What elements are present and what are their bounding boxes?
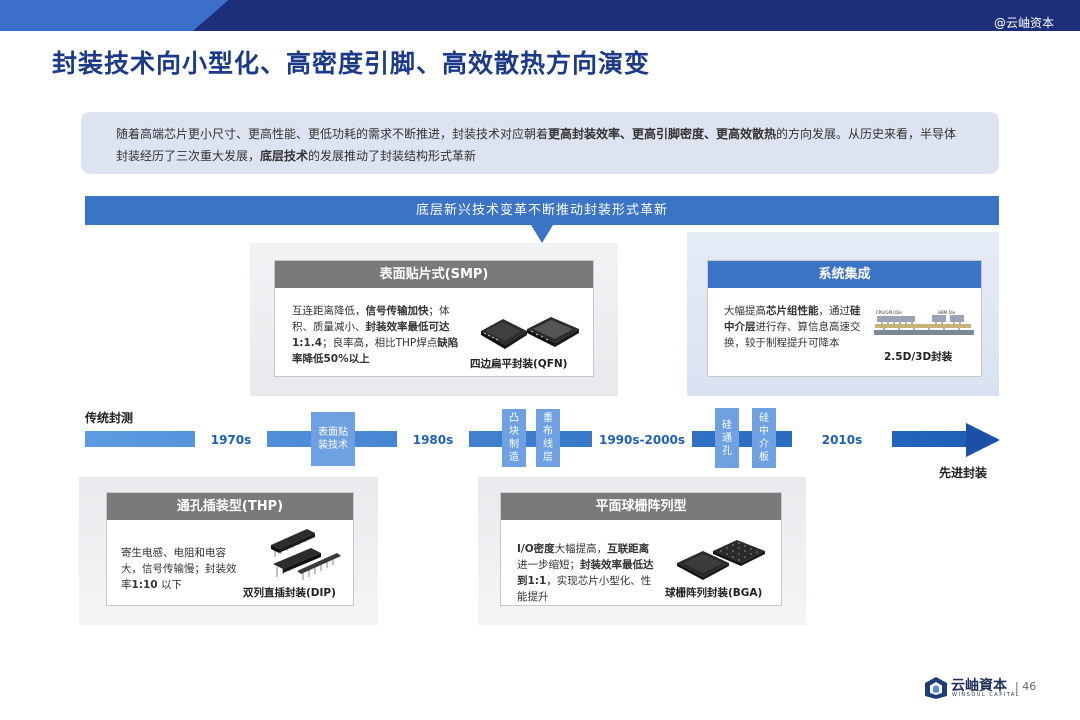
page-title: 封装技术向小型化、高密度引脚、高效散热方向演变 (52, 49, 651, 78)
winsoul-logo-icon (925, 677, 947, 699)
footer-logo-text: 云岫資本 (951, 678, 1007, 694)
tech-bump: 凸块制造 (502, 409, 526, 467)
thp-bold-1: 1:10 (131, 579, 158, 591)
smp-card-text: 互连距离降低，信号传输加快；体积、质量减小、封装效率最低可达1:1.4；良率高，… (292, 303, 462, 367)
watermark: @云岫资本 (993, 16, 1054, 30)
timeline-arrow-icon (966, 423, 1000, 457)
bga-card-text: I/O密度大幅提高，互联距离进一步缩短；封装效率最低达到1:1，实现芯片小型化、… (517, 541, 659, 605)
era-1980s: 1980s (397, 423, 469, 457)
integration-diagram: CPU/GPU Die HBM Die (874, 309, 974, 337)
timeline-bar (85, 431, 970, 447)
sys-text-3: 进行存、算信息高速交换，较于制程提升可降本 (724, 321, 861, 349)
smp-card-title: 表面贴片式(SMP) (275, 261, 593, 288)
smp-bold-2: 封装效率最低可达1:1.4 (292, 321, 450, 349)
page-number: | 46 (1015, 680, 1037, 693)
bga-text-2: 进一步缩短； (517, 559, 580, 571)
bga-caption: 球栅阵列封装(BGA) (665, 587, 763, 599)
sys-text-1: 大幅提高 (724, 305, 766, 317)
smp-text-3: ；良率高，相比THP焊点 (322, 337, 438, 349)
smp-text-1: 互连距离降低， (292, 305, 366, 317)
smp-bold-1: 信号传输加快 (365, 305, 429, 317)
qfn-caption: 四边扁平封装(QFN) (470, 358, 568, 370)
era-2010s: 2010s (792, 423, 892, 457)
sys-bold-2: 硅中介层 (724, 305, 861, 333)
banner-dark-stripe (193, 0, 1080, 31)
tech-rdl: 重布线层 (536, 409, 560, 467)
dip-caption: 双列直插封装(DIP) (243, 587, 336, 599)
intro-text-3: 的发展推动了封装结构形式革新 (308, 149, 477, 163)
diagram-label-hbm: HBM Die (938, 310, 956, 315)
intro-bold-1: 更高封装效率、更高引脚密度、更高效散热 (548, 127, 777, 141)
bga-card-title: 平面球栅阵列型 (501, 493, 781, 520)
thp-card-title: 通孔插装型(THP) (107, 493, 353, 520)
system-card-title: 系统集成 (708, 261, 981, 288)
thp-text-1: 寄生电感、电阻和电容大，信号传输慢；封装效率 (121, 547, 237, 591)
dip-chip-image (271, 529, 341, 580)
bga-bold-2: 互联距离 (607, 543, 650, 555)
smp-text-2: ；体积、质量减小、 (292, 305, 450, 333)
intro-text-2: 的方向发展。从历史来看，半导体封装经历了三次重大发展， (116, 127, 957, 163)
tech-interposer: 硅中介板 (752, 408, 776, 468)
qfn-chip-image (481, 317, 579, 349)
trend-banner: 底层新兴技术变革不断推动封装形式革新 (85, 196, 999, 225)
sys-text-2: ，通过 (818, 305, 851, 317)
bga-card: 平面球栅阵列型 I/O密度大幅提高，互联距离进一步缩短；封装效率最低达到1:1，… (500, 492, 782, 606)
system-card-text: 大幅提高芯片组性能，通过硅中介层进行存、算信息高速交换，较于制程提升可降本 (724, 303, 864, 351)
thp-text-2: 以下 (157, 579, 182, 591)
bga-text-3: ，实现芯片小型化、性能提升 (517, 575, 652, 603)
banner-light-stripe (0, 0, 230, 31)
banner-down-arrow (531, 225, 553, 243)
interposer-diagram-icon (874, 315, 974, 335)
intro-box: 随着高端芯片更小尺寸、更高性能、更低功耗的需求不断推进，封装技术对应朝着更高封装… (81, 112, 999, 174)
smp-bold-3: 缺陷率降低50%以上 (292, 337, 459, 365)
bga-bold-1: I/O密度 (517, 543, 555, 555)
timeline-end-label: 先进封装 (939, 466, 988, 480)
thp-card-text: 寄生电感、电阻和电容大，信号传输慢；封装效率1:10 以下 (121, 545, 241, 593)
bga-chip-image (677, 540, 765, 580)
thp-card: 通孔插装型(THP) 寄生电感、电阻和电容大，信号传输慢；封装效率1:10 以下… (106, 492, 354, 606)
smp-card: 表面贴片式(SMP) 互连距离降低，信号传输加快；体积、质量减小、封装效率最低可… (274, 260, 594, 377)
bga-bold-3: 封装效率最低达到1:1 (517, 559, 654, 587)
timeline-start-label: 传统封测 (85, 411, 134, 425)
integration-caption: 2.5D/3D封装 (884, 351, 953, 363)
diagram-label-cpu: CPU/GPU Die (876, 310, 902, 315)
tech-surface-mount: 表面贴装技术 (311, 412, 355, 466)
system-card: 系统集成 大幅提高芯片组性能，通过硅中介层进行存、算信息高速交换，较于制程提升可… (707, 260, 982, 377)
era-1970s: 1970s (195, 423, 267, 457)
era-1990s-2000s: 1990s-2000s (592, 423, 692, 457)
intro-bold-2: 底层技术 (260, 149, 309, 163)
bga-text-1: 大幅提高， (554, 543, 608, 555)
footer-logo-sub: WINSOUL CAPITAL (952, 692, 1021, 698)
tech-tsv: 硅通孔 (715, 408, 739, 468)
top-banner (0, 0, 1080, 31)
sys-bold-1: 芯片组性能 (766, 305, 819, 317)
intro-text-1: 随着高端芯片更小尺寸、更高性能、更低功耗的需求不断推进，封装技术对应朝着 (116, 127, 549, 141)
